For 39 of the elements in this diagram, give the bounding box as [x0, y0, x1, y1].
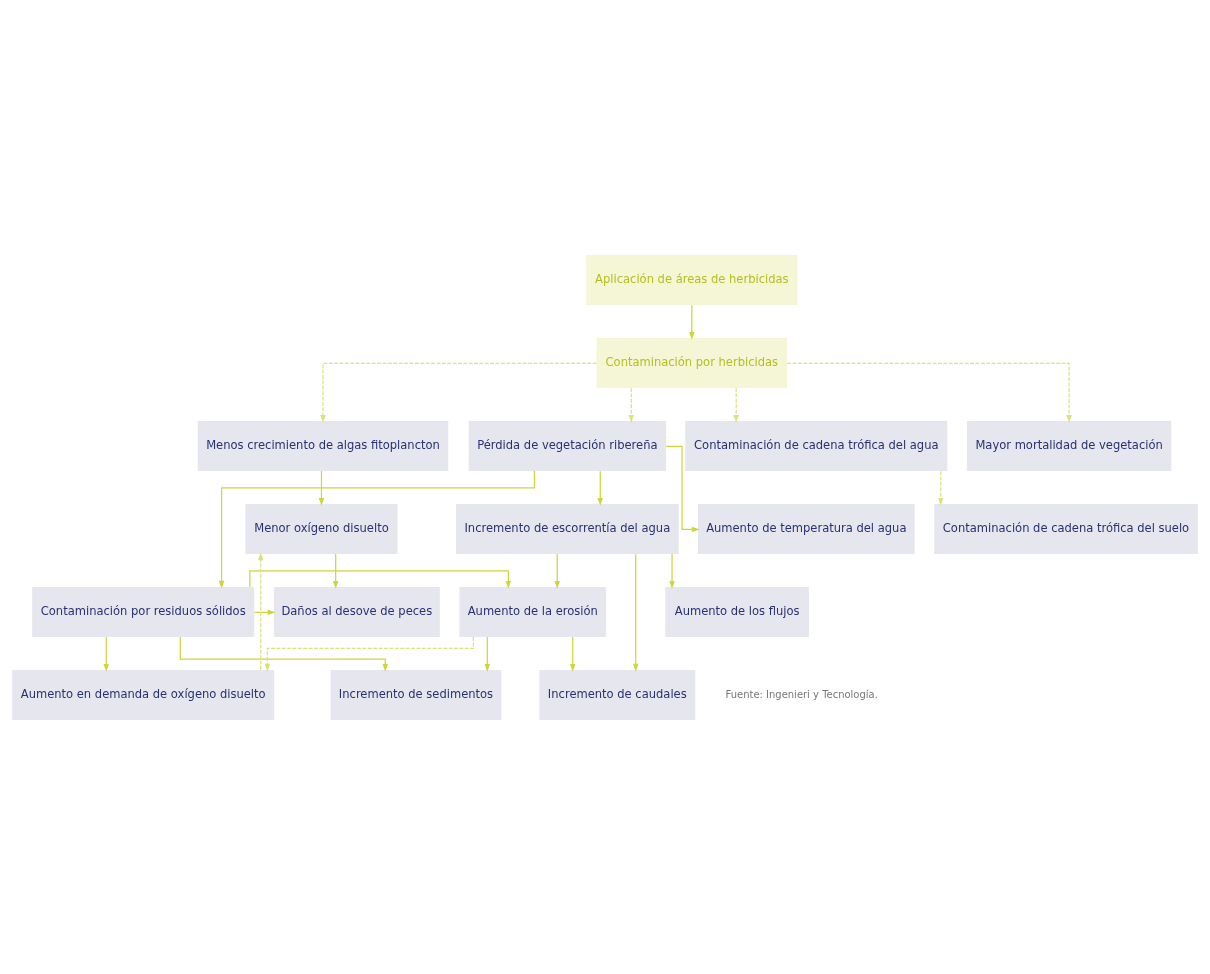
node-box: Contaminación de cadena trófica del suelo	[934, 503, 1198, 554]
arrow	[218, 470, 536, 589]
arrow	[332, 553, 339, 589]
node-box: Aumento en demanda de oxígeno disuelto	[12, 669, 275, 720]
node-box: Mayor mortalidad de vegetación	[966, 420, 1172, 471]
arrow	[665, 445, 700, 532]
node-box: Menos crecimiento de algas fitoplancton	[197, 420, 449, 471]
arrow	[258, 551, 264, 670]
arrow	[786, 362, 1072, 423]
arrow	[318, 470, 325, 506]
node-box: Menor oxígeno disuelto	[245, 503, 398, 554]
node-box: Contaminación por residuos sólidos	[32, 586, 255, 637]
arrow	[264, 636, 474, 672]
arrow	[554, 553, 560, 589]
node-box: Contaminación de cadena trófica del agua	[685, 420, 948, 471]
label: Fuente: Ingenieri y Tecnología.	[725, 688, 878, 700]
arrow	[103, 636, 109, 672]
node-box: Aumento de los flujos	[665, 586, 809, 637]
node-box: Daños al desove de peces	[273, 586, 440, 637]
node-box: Aplicación de áreas de herbicidas	[586, 254, 798, 305]
arrow	[484, 636, 491, 672]
arrow	[733, 387, 739, 423]
arrow	[570, 636, 576, 672]
node-box: Aumento de temperatura del agua	[697, 503, 915, 554]
arrow	[689, 304, 695, 340]
arrow	[633, 553, 639, 672]
arrow	[669, 553, 675, 589]
node-box: Contaminación por herbicidas	[596, 337, 788, 388]
node-box: Incremento de escorrentía del agua	[455, 503, 679, 554]
node-box: Aumento de la erosión	[459, 586, 607, 637]
arrow	[628, 387, 635, 423]
node-box: Incremento de caudales	[539, 669, 696, 720]
arrow	[597, 470, 603, 506]
arrow	[179, 635, 388, 672]
node-box: Incremento de sedimentos	[330, 669, 502, 720]
arrow	[938, 470, 944, 506]
arrow	[249, 569, 512, 589]
node-box: Pérdida de vegetación ribereña	[468, 420, 667, 471]
arrow	[320, 362, 597, 423]
